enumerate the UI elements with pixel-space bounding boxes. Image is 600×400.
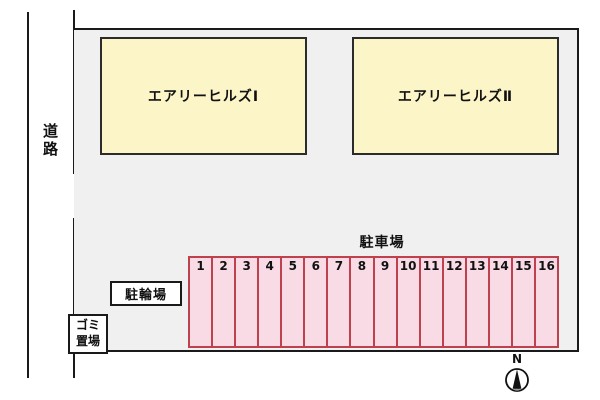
north-label: N — [511, 352, 523, 366]
parking-lot-label: 駐車場 — [359, 235, 405, 251]
parking-space-number: 12 — [445, 259, 463, 273]
garbage-area-label-line1: ゴミ — [75, 318, 100, 333]
parking-space: 16 — [533, 258, 557, 346]
parking-space: 15 — [510, 258, 534, 346]
building-2: エアリーヒルズⅡ — [352, 37, 559, 155]
parking-space-number: 10 — [399, 259, 417, 273]
parking-space-number: 14 — [491, 259, 509, 273]
parking-space: 8 — [349, 258, 373, 346]
parking-space-number: 3 — [242, 259, 251, 273]
parking-space: 1 — [190, 258, 212, 346]
road-label: 道路 — [41, 123, 59, 159]
parking-space-number: 8 — [357, 259, 367, 273]
parking-space: 5 — [280, 258, 304, 346]
parking-space: 13 — [464, 258, 488, 346]
building-1: エアリーヒルズⅠ — [100, 37, 307, 155]
parking-space-number: 4 — [265, 259, 274, 273]
bicycle-parking-label: 駐輪場 — [124, 288, 167, 303]
parking-space: 6 — [303, 258, 327, 346]
parking-space: 12 — [441, 258, 465, 346]
parking-space-number: 9 — [380, 259, 390, 273]
garbage-area-label-box: ゴミ 置場 — [68, 314, 108, 354]
building-2-label: エアリーヒルズⅡ — [397, 89, 514, 105]
parking-space: 10 — [395, 258, 419, 346]
parking-space-number: 6 — [311, 259, 321, 273]
parking-space-number: 15 — [515, 259, 532, 273]
parking-space: 9 — [372, 258, 396, 346]
north-compass-icon — [505, 368, 529, 392]
parking-space: 7 — [326, 258, 350, 346]
building-1-label: エアリーヒルズⅠ — [147, 89, 260, 105]
parking-space: 11 — [418, 258, 442, 346]
parking-space-number: 7 — [334, 259, 344, 273]
parking-space-number: 16 — [538, 259, 555, 273]
road-left-boundary-line — [27, 12, 29, 378]
garbage-area-label-line2: 置場 — [75, 334, 100, 348]
compass: N — [503, 352, 531, 393]
parking-space-number: 13 — [468, 259, 486, 273]
parking-space-number: 1 — [196, 259, 205, 273]
parking-space-number: 2 — [219, 259, 228, 273]
parking-space-number: 5 — [288, 259, 297, 273]
parking-space: 2 — [211, 258, 235, 346]
parking-space: 4 — [257, 258, 281, 346]
parking-space-number: 11 — [422, 259, 440, 273]
parking-space: 14 — [487, 258, 511, 346]
parking-space: 3 — [234, 258, 258, 346]
bicycle-parking-label-box: 駐輪場 — [110, 281, 182, 306]
